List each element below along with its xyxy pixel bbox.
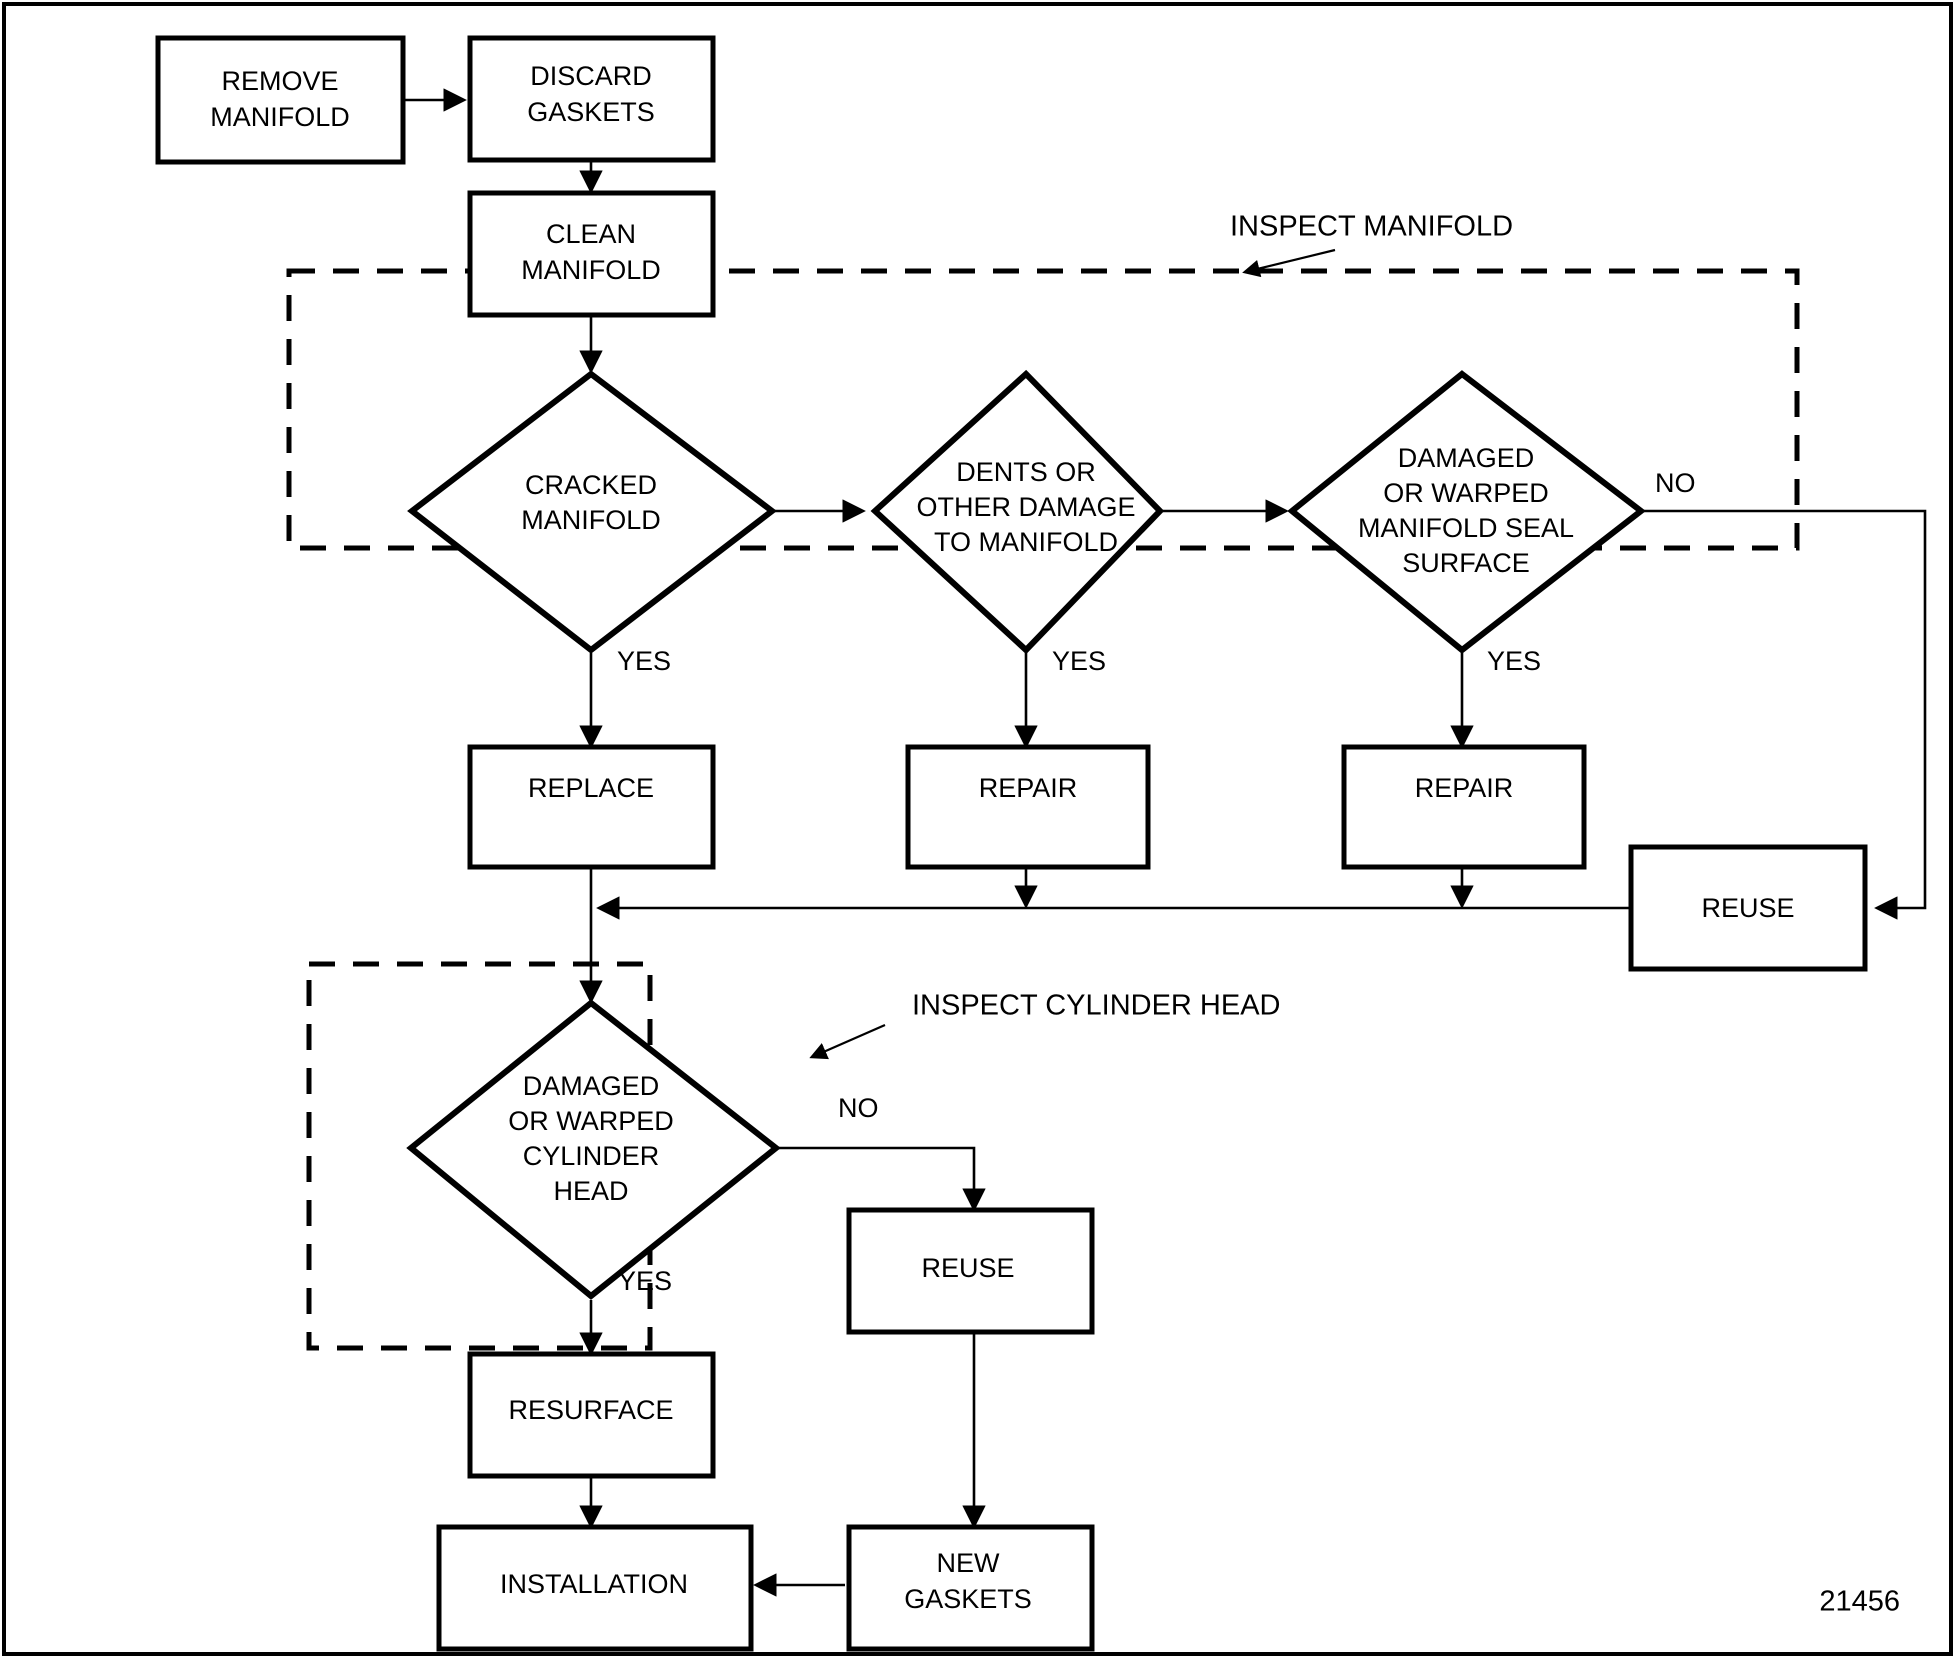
node-reuse-head[interactable]: REUSE [846,1207,1095,1335]
node-cracked-manifold-line-0: CRACKED [525,470,657,500]
edge-head-no-to-reuse [776,1146,986,1212]
node-discard-gaskets-line-1: GASKETS [527,97,655,127]
node-new-gaskets[interactable]: NEW GASKETS [846,1524,1095,1652]
group-label-inspect-manifold: INSPECT MANIFOLD [1230,211,1513,243]
leader-inspect-manifold [1242,248,1336,278]
node-new-gaskets-line-1: GASKETS [904,1584,1032,1614]
node-dents-or-other-damage[interactable]: DENTS OR OTHER DAMAGE TO MANIFOLD [870,369,1165,655]
node-head-line-3: HEAD [553,1176,628,1206]
node-repair-dents-label: REPAIR [979,773,1078,803]
group-label-inspect-cylinder-head: INSPECT CYLINDER HEAD [912,990,1281,1022]
node-dents-line-0: DENTS OR [956,457,1096,487]
node-discard-gaskets[interactable]: DISCARD GASKETS [467,35,716,163]
node-reuse-manifold-label: REUSE [1701,893,1794,923]
edge-label-head-no: NO [838,1093,879,1123]
node-new-gaskets-line-0: NEW [937,1548,1001,1578]
node-seal-line-2: MANIFOLD SEAL [1358,513,1574,543]
edge-label-dents-yes: YES [1052,646,1106,676]
leader-inspect-cylinder-head [809,1023,886,1060]
node-damaged-or-warped-manifold-seal-surface[interactable]: DAMAGED OR WARPED MANIFOLD SEAL SURFACE [1287,370,1646,654]
node-replace-label: REPLACE [528,773,654,803]
node-dents-line-1: OTHER DAMAGE [916,492,1135,522]
node-discard-gaskets-line-0: DISCARD [530,61,652,91]
node-damaged-or-warped-cylinder-head[interactable]: DAMAGED OR WARPED CYLINDER HEAD [406,999,781,1300]
node-installation-label: INSTALLATION [500,1569,688,1599]
node-seal-line-0: DAMAGED [1398,443,1535,473]
node-repair-dents[interactable]: REPAIR [905,744,1151,870]
node-resurface-label: RESURFACE [508,1395,673,1425]
group-box-inspect-manifold [286,268,1800,551]
edge-label-seal-no: NO [1655,468,1696,498]
node-cracked-manifold[interactable]: CRACKED MANIFOLD [407,370,777,654]
node-clean-manifold[interactable]: CLEAN MANIFOLD [467,190,716,318]
node-head-line-0: DAMAGED [523,1071,660,1101]
node-remove-manifold-line-1: MANIFOLD [210,102,350,132]
node-remove-manifold[interactable]: REMOVE MANIFOLD [155,35,406,165]
edge-label-head-yes: YES [618,1266,672,1296]
node-installation[interactable]: INSTALLATION [436,1524,754,1652]
node-head-line-2: CYLINDER [523,1141,660,1171]
node-seal-line-1: OR WARPED [1383,478,1549,508]
node-remove-manifold-line-0: REMOVE [221,66,338,96]
edge-label-cracked-yes: YES [617,646,671,676]
edge-seal-no-to-reuse [1641,509,1927,920]
node-resurface[interactable]: RESURFACE [467,1351,716,1479]
node-cracked-manifold-line-1: MANIFOLD [521,505,661,535]
node-repair-seal-label: REPAIR [1415,773,1514,803]
edge-label-seal-yes: YES [1487,646,1541,676]
node-clean-manifold-line-1: MANIFOLD [521,255,661,285]
node-reuse-head-label: REUSE [921,1253,1014,1283]
node-clean-manifold-line-0: CLEAN [546,219,636,249]
node-replace[interactable]: REPLACE [467,744,716,870]
node-head-line-1: OR WARPED [508,1106,674,1136]
node-dents-line-2: TO MANIFOLD [934,527,1118,557]
figure-number: 21456 [1819,1586,1900,1618]
node-seal-line-3: SURFACE [1402,548,1530,578]
node-repair-seal[interactable]: REPAIR [1341,744,1587,870]
node-reuse-manifold[interactable]: REUSE [1628,844,1868,972]
